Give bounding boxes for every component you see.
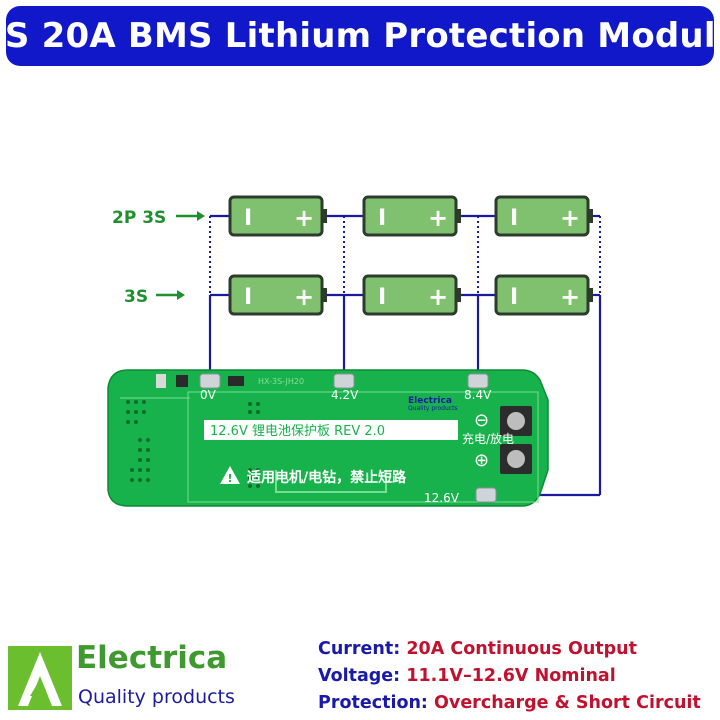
- battery-cell-icon: I +: [494, 274, 593, 316]
- warning-icon: !: [220, 466, 240, 485]
- svg-text:+: +: [294, 283, 314, 311]
- terminal-label-12v6: 12.6V: [424, 491, 460, 505]
- logo-tagline: Quality products: [78, 686, 235, 708]
- svg-text:+: +: [560, 283, 580, 311]
- title-banner: 3S 20A BMS Lithium Protection Module: [0, 6, 720, 66]
- plus-icon: ⊕: [474, 450, 489, 471]
- bms-pcb-board: HX-3S-JH20 0V 4.2V 8.4V 12.6V Electrica …: [107, 369, 549, 507]
- battery-cell-icon: I +: [228, 274, 327, 316]
- spec-protection: Protection: Overcharge & Short Circuit: [318, 693, 701, 713]
- battery-cell-icon: I +: [362, 274, 461, 316]
- spec-voltage: Voltage: 11.1V–12.6V Nominal: [318, 666, 616, 686]
- board-model-text: 12.6V 锂电池保护板 REV 2.0: [210, 424, 385, 439]
- wiring-diagram: 2P 3S 3S I + I +: [107, 195, 602, 507]
- svg-text:I: I: [510, 285, 518, 310]
- arrow-icon: [176, 211, 205, 221]
- dotted-wires: [209, 216, 601, 295]
- terminal-label-8v4: 8.4V: [464, 388, 492, 402]
- svg-text:I: I: [510, 206, 518, 231]
- row-label-3s: 3S: [124, 287, 148, 307]
- spec-current: Current: 20A Continuous Output: [318, 639, 637, 659]
- electrica-logo: Electrica Quality products: [8, 640, 235, 714]
- svg-text:I: I: [378, 206, 386, 231]
- svg-text:I: I: [378, 285, 386, 310]
- battery-cell-icon: I +: [494, 195, 593, 237]
- svg-text:+: +: [294, 204, 314, 232]
- electrica-a-logo-icon: [8, 646, 72, 710]
- arrow-icon: [156, 290, 185, 300]
- battery-cell-icon: I +: [362, 195, 461, 237]
- svg-text:+: +: [428, 204, 448, 232]
- minus-icon: ⊖: [474, 410, 489, 431]
- svg-text:充电/放电: 充电/放电: [462, 431, 514, 446]
- svg-text:!: !: [228, 472, 233, 485]
- svg-text:I: I: [244, 285, 252, 310]
- battery-cell-icon: I +: [228, 195, 327, 237]
- board-warning-text: 适用电机/电钻，禁止短路: [247, 469, 407, 486]
- terminal-label-4v2: 4.2V: [331, 388, 359, 402]
- svg-text:Quality products: Quality products: [408, 405, 458, 412]
- svg-text:+: +: [560, 204, 580, 232]
- row-label-2p3s: 2P 3S: [112, 208, 166, 228]
- spec-list: Current: 20A Continuous Output Voltage: …: [318, 636, 718, 717]
- svg-text:I: I: [244, 206, 252, 231]
- svg-text:Electrica: Electrica: [408, 396, 452, 406]
- page-title: 3S 20A BMS Lithium Protection Module: [0, 16, 720, 56]
- svg-text:HX-3S-JH20: HX-3S-JH20: [258, 377, 304, 386]
- svg-text:+: +: [428, 283, 448, 311]
- logo-name: Electrica: [76, 640, 228, 676]
- terminal-label-0v: 0V: [200, 388, 217, 402]
